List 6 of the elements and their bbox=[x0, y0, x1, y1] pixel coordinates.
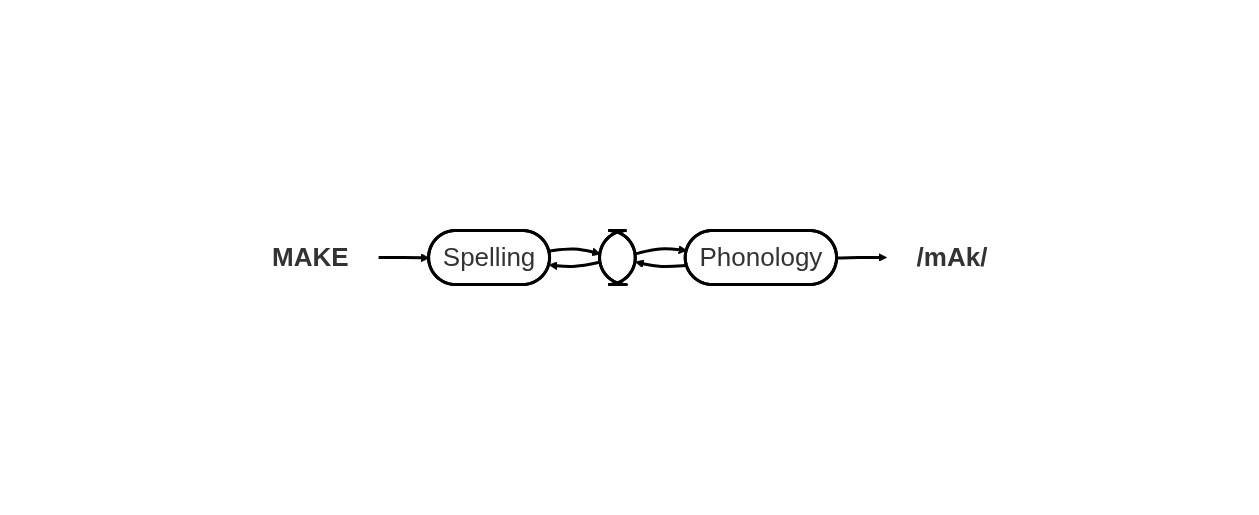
arrow bbox=[836, 253, 887, 262]
arrow bbox=[548, 247, 601, 257]
node-text: /mAk/ bbox=[916, 242, 988, 272]
arrow bbox=[634, 245, 687, 256]
arrow bbox=[634, 259, 687, 269]
node-text: MAKE bbox=[271, 242, 349, 272]
